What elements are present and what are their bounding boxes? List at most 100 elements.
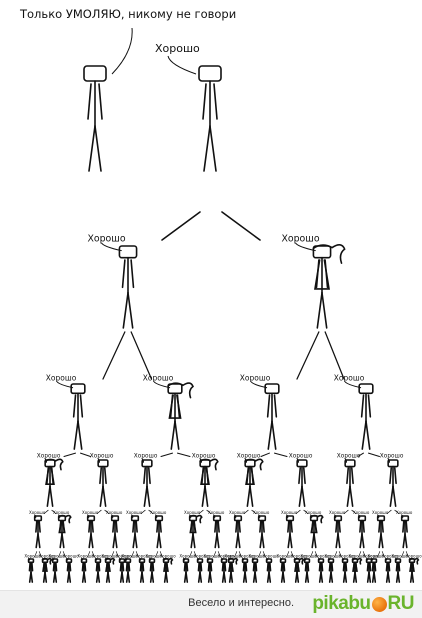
- speech-tail: [111, 514, 114, 519]
- speech-tail: [252, 557, 255, 561]
- speech-ok: Хорошо: [90, 453, 114, 459]
- connector-line: [310, 551, 314, 558]
- stick-figure-boy: [198, 65, 222, 172]
- figure-arm: [302, 467, 306, 485]
- figure-arm: [362, 520, 365, 533]
- speech-tail: [163, 557, 166, 561]
- speech-ok: Хорошо: [262, 554, 279, 559]
- connector-lines: [34, 211, 409, 558]
- figure-ponytail: [167, 382, 194, 399]
- connector-line: [115, 551, 119, 558]
- figure-arm: [91, 520, 94, 533]
- stick-figure-boy: [387, 459, 399, 508]
- figure-arm: [238, 520, 241, 533]
- speech-labels: Только УМОЛЯЮ, никому не говориХорошоХор…: [19, 7, 422, 561]
- figure-dress: [58, 520, 66, 534]
- stick-figure-boy: [148, 558, 156, 583]
- speech-tail: [87, 514, 90, 519]
- speech-ok: Хорошо: [135, 554, 152, 559]
- speech-tail: [377, 514, 380, 519]
- connector-line: [295, 509, 301, 514]
- speech-tail: [183, 557, 186, 561]
- stick-figure-boy: [118, 245, 138, 329]
- speech-ok: Хорошо: [338, 554, 355, 559]
- stick-figure-girl: [293, 557, 305, 583]
- speech-tail: [42, 557, 45, 561]
- figure-arm: [183, 562, 186, 572]
- speech-tail: [105, 557, 108, 561]
- speech-ok: Хорошо: [300, 554, 317, 559]
- figure-arm: [371, 562, 374, 572]
- speech-ok: Хорошо: [237, 453, 261, 459]
- figure-leg: [387, 571, 391, 583]
- speech-ok: Хорошо: [46, 373, 77, 382]
- speech-secret: Только УМОЛЯЮ, никому не говори: [19, 7, 236, 21]
- speech-tail: [111, 27, 133, 75]
- figure-head: [70, 383, 86, 395]
- connector-line: [362, 551, 366, 558]
- stick-figure-girl: [312, 244, 346, 329]
- figure-leg: [204, 485, 209, 508]
- figure-leg: [49, 485, 54, 508]
- speech-ok: Хорошо: [405, 554, 422, 559]
- speech-ok: Хорошо: [192, 453, 216, 459]
- figure-leg: [321, 291, 328, 329]
- connector-line: [104, 509, 110, 514]
- connector-line: [140, 509, 146, 514]
- speech-tail: [95, 557, 98, 561]
- figure-arm: [366, 562, 369, 572]
- figure-dress: [228, 562, 234, 572]
- speech-tail: [242, 557, 245, 561]
- figure-dress: [245, 467, 255, 485]
- figure-leg: [389, 485, 394, 508]
- figure-head: [198, 65, 222, 82]
- figure-arm: [298, 467, 302, 485]
- connector-line: [343, 509, 349, 514]
- connector-line: [51, 509, 57, 514]
- pikabu-logo[interactable]: pikabu RU: [312, 593, 414, 615]
- figure-ponytail: [162, 557, 174, 565]
- figure-arm: [359, 520, 362, 533]
- speech-tail: [213, 514, 216, 519]
- figure-leg: [102, 485, 107, 508]
- speech-tail: [28, 557, 31, 561]
- speech-tail: [34, 514, 37, 519]
- connector-line: [206, 509, 212, 514]
- speech-ok: Хорошо: [179, 554, 196, 559]
- figure-dress: [105, 562, 111, 572]
- stick-figure-boy: [341, 558, 349, 583]
- figure-arm: [200, 562, 203, 572]
- figure-arm: [147, 467, 151, 485]
- stick-figure-boy: [279, 558, 287, 583]
- speech-tail: [310, 514, 313, 519]
- figure-arm: [381, 520, 384, 533]
- figure-leg: [121, 571, 125, 583]
- figure-arm: [217, 520, 220, 533]
- figure-leg: [289, 533, 293, 549]
- connector-line: [62, 551, 66, 558]
- connector-line: [238, 551, 242, 558]
- speech-tail: [101, 242, 122, 252]
- figure-arm: [335, 520, 338, 533]
- figure-leg: [77, 420, 83, 450]
- speech-ok: Хорошо: [62, 554, 79, 559]
- stick-figure-boy: [358, 383, 374, 450]
- connector-line: [405, 551, 409, 558]
- speech-tail: [296, 457, 300, 463]
- stick-figure-boy: [86, 515, 96, 549]
- speech-tail: [81, 557, 84, 561]
- speech-ok: Хорошо: [229, 510, 246, 515]
- figure-ponytail: [309, 514, 324, 524]
- figure-arm: [88, 520, 91, 533]
- figure-leg: [296, 571, 300, 583]
- connector-line: [198, 509, 204, 514]
- speech-tail: [371, 557, 374, 561]
- stick-figure-boy: [265, 558, 273, 583]
- connector-line: [160, 452, 174, 457]
- stick-figure-boy: [400, 515, 410, 549]
- connector-line: [296, 331, 320, 380]
- speech-tail: [387, 457, 391, 463]
- connector-line: [351, 509, 357, 514]
- figure-arm: [266, 562, 269, 572]
- connector-line: [161, 211, 201, 241]
